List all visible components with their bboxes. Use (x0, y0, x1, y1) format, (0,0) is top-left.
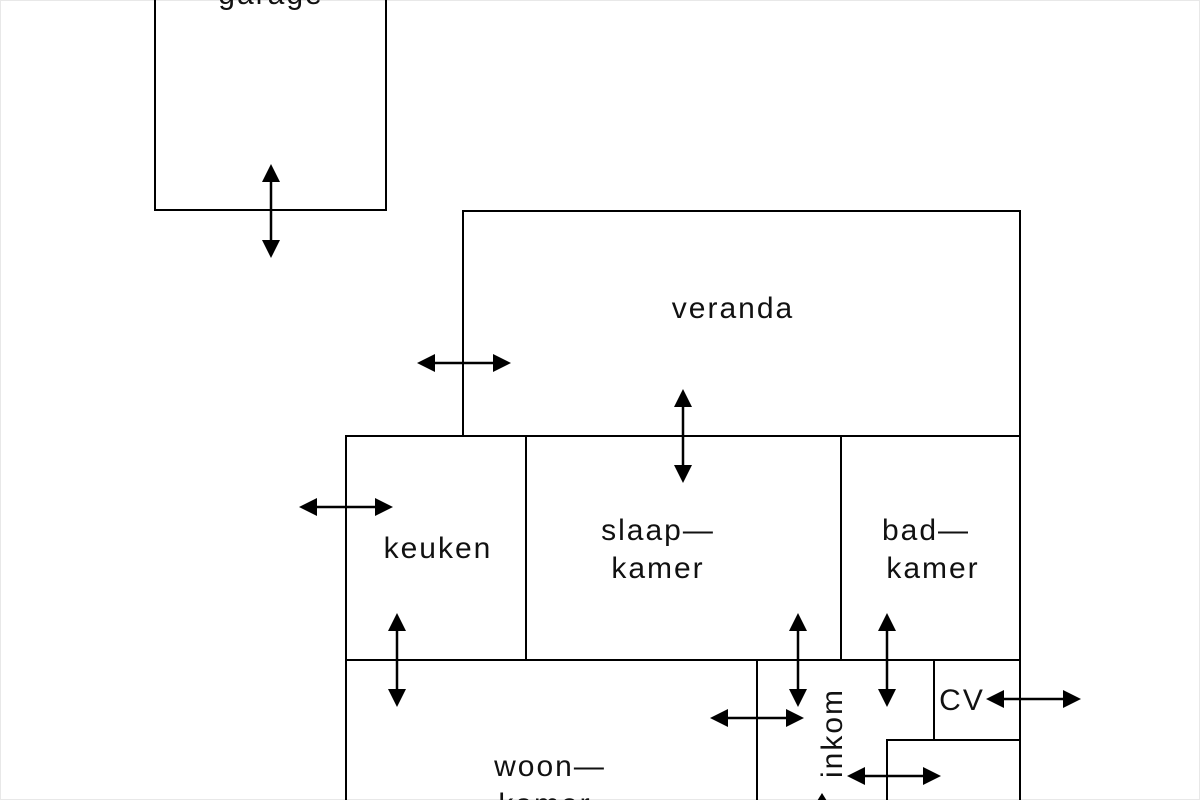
double-arrow-icon (262, 164, 280, 258)
room-label-veranda: veranda (672, 292, 794, 325)
double-arrow-icon (789, 613, 807, 707)
room-label-cv: CV (939, 684, 985, 717)
room-label-badkamer-2: kamer (886, 552, 979, 585)
double-arrow-icon (986, 690, 1081, 708)
room-label-slaapkamer-2: kamer (611, 552, 704, 585)
room-labels: garage veranda keuken slaap— kamer bad— … (218, 0, 985, 800)
small-room-walls (886, 739, 934, 800)
door-arrows (262, 164, 1081, 800)
woonkamer-walls (345, 659, 758, 800)
double-arrow-icon (417, 354, 511, 372)
room-label-inkom: inkom (816, 688, 849, 778)
room-label-woonkamer-2: kamer (498, 788, 591, 800)
room-label-woonkamer-1: woon— (493, 750, 606, 783)
double-arrow-icon (299, 498, 393, 516)
walls (154, 0, 1021, 800)
room-label-slaapkamer-1: slaap— (601, 514, 715, 547)
double-arrow-icon (878, 613, 896, 707)
badkamer-walls (840, 435, 1021, 661)
double-arrow-icon (847, 767, 941, 785)
double-arrow-icon (817, 793, 827, 800)
double-arrow-icon (674, 389, 692, 483)
room-label-badkamer-1: bad— (882, 514, 970, 547)
double-arrow-icon (388, 613, 406, 707)
room-label-garage: garage (218, 0, 323, 11)
double-arrow-icon (710, 709, 804, 727)
room-label-keuken: keuken (384, 532, 493, 565)
